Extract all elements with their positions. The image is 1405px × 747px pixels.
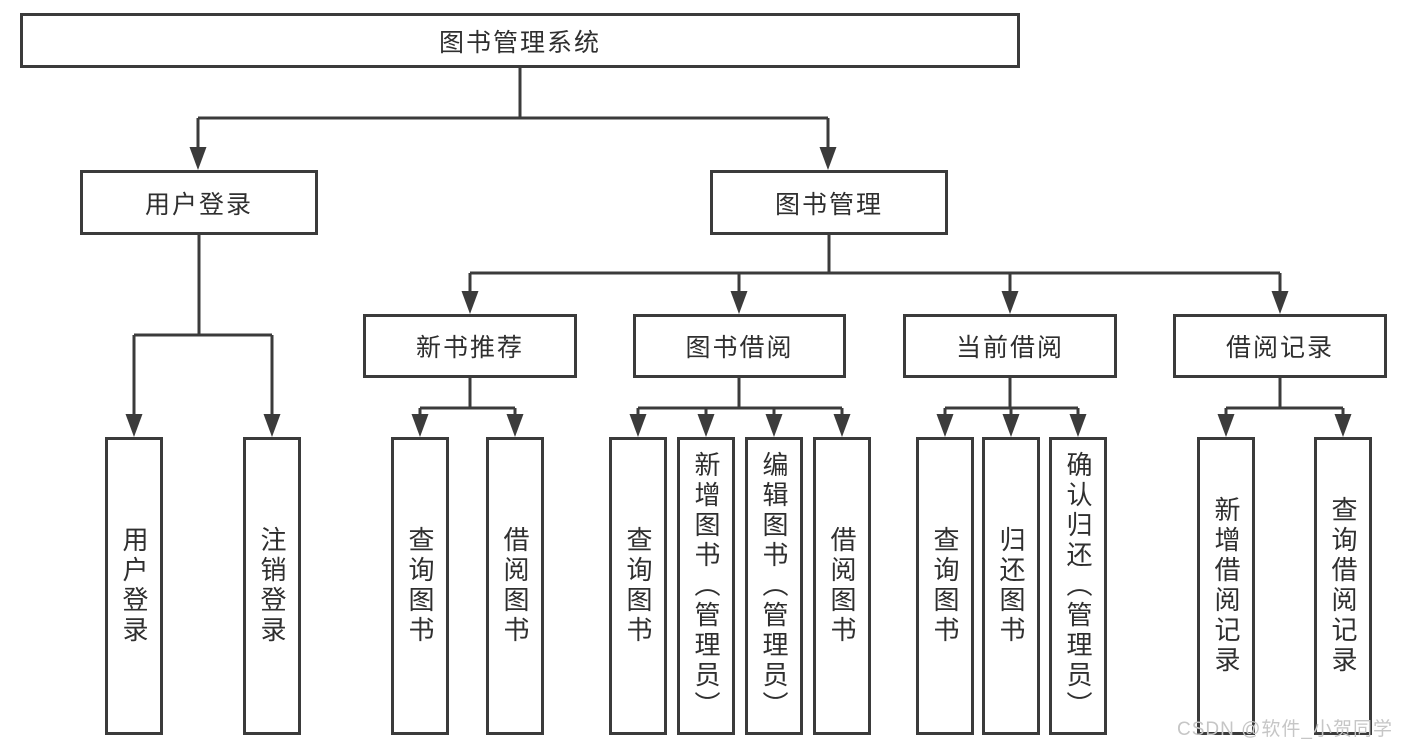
arrowhead-down-icon <box>765 414 783 437</box>
arrowhead-down-icon <box>1217 414 1235 437</box>
arrowhead-down-icon <box>506 414 524 437</box>
leaf-confirm-return-admin: 确认归还（管理员） <box>1049 437 1107 735</box>
arrowhead-down-icon <box>819 147 837 170</box>
connector-line <box>1224 378 1345 417</box>
connector-line <box>943 378 1080 417</box>
leaf-query-book-current: 查询图书 <box>916 437 974 735</box>
arrowhead-down-icon <box>1334 414 1352 437</box>
leaf-query-book-newrec: 查询图书 <box>391 437 449 735</box>
connector-book-mgmt-to-level2 <box>461 235 1289 314</box>
node-user-login: 用户登录 <box>80 170 318 235</box>
arrowhead-down-icon <box>411 414 429 437</box>
arrowhead-down-icon <box>125 414 143 437</box>
leaf-borrow-book-newrec: 借阅图书 <box>486 437 544 735</box>
csdn-watermark: CSDN @软件_小贺同学 <box>1177 719 1393 740</box>
node-new-book-recommendation: 新书推荐 <box>363 314 577 378</box>
connector-line <box>418 378 517 417</box>
leaf-add-borrow-record: 新增借阅记录 <box>1197 437 1255 735</box>
connector-borrow-record-to-leaves <box>1217 378 1352 437</box>
connector-line <box>132 235 274 417</box>
leaf-user-login: 用户登录 <box>105 437 163 735</box>
connector-book-borrow-to-leaves <box>629 378 851 437</box>
connector-new-book-to-leaves <box>411 378 524 437</box>
leaf-logout: 注销登录 <box>243 437 301 735</box>
node-borrowing-records: 借阅记录 <box>1173 314 1387 378</box>
connector-line <box>636 378 844 417</box>
leaf-query-borrow-record: 查询借阅记录 <box>1314 437 1372 735</box>
node-current-borrowing: 当前借阅 <box>903 314 1117 378</box>
leaf-edit-book-admin: 编辑图书（管理员） <box>745 437 803 735</box>
arrowhead-down-icon <box>1001 291 1019 314</box>
arrowhead-down-icon <box>833 414 851 437</box>
arrowhead-down-icon <box>629 414 647 437</box>
node-library-management-system: 图书管理系统 <box>20 13 1020 68</box>
node-book-borrowing: 图书借阅 <box>633 314 846 378</box>
arrowhead-down-icon <box>1069 414 1087 437</box>
node-book-management: 图书管理 <box>710 170 948 235</box>
arrowhead-down-icon <box>263 414 281 437</box>
leaf-return-book: 归还图书 <box>982 437 1040 735</box>
connector-user-login-to-leaves <box>125 235 281 437</box>
leaf-query-book-borrowing: 查询图书 <box>609 437 667 735</box>
arrowhead-down-icon <box>730 291 748 314</box>
leaf-add-book-admin: 新增图书（管理员） <box>677 437 735 735</box>
arrowhead-down-icon <box>461 291 479 314</box>
arrowhead-down-icon <box>189 147 207 170</box>
arrowhead-down-icon <box>936 414 954 437</box>
connector-root-to-level1 <box>189 68 837 170</box>
arrowhead-down-icon <box>1002 414 1020 437</box>
connector-line <box>468 235 1282 294</box>
connector-line <box>196 68 830 150</box>
connector-current-borrow-to-leaves <box>936 378 1087 437</box>
leaf-borrow-book-borrowing: 借阅图书 <box>813 437 871 735</box>
arrowhead-down-icon <box>1271 291 1289 314</box>
arrowhead-down-icon <box>697 414 715 437</box>
